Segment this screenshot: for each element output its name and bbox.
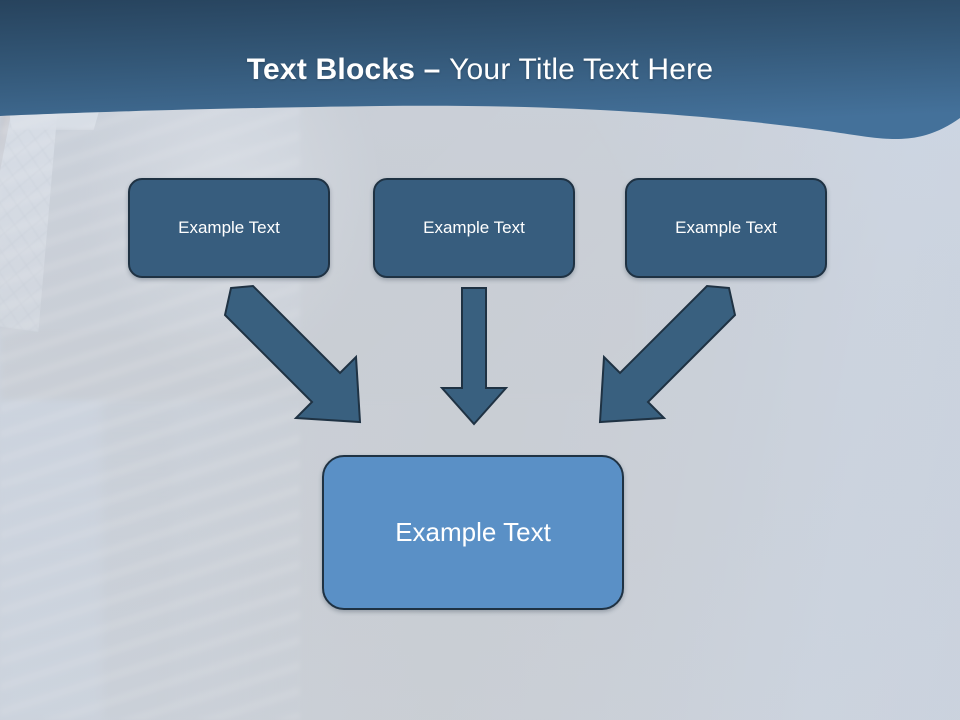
top-box-3-label: Example Text bbox=[675, 218, 777, 237]
top-box-3[interactable]: Example Text bbox=[625, 178, 827, 278]
top-box-2-label: Example Text bbox=[423, 218, 525, 237]
top-box-1[interactable]: Example Text bbox=[128, 178, 330, 278]
title-banner: Text Blocks – Your Title Text Here bbox=[0, 0, 960, 150]
bottom-box-label: Example Text bbox=[395, 517, 551, 547]
page-title-strong: Text Blocks bbox=[246, 53, 416, 86]
bottom-box[interactable]: Example Text bbox=[322, 455, 624, 610]
page-title: Text Blocks – Your Title Text Here bbox=[0, 52, 960, 88]
page-title-light: Your Title Text Here bbox=[449, 53, 714, 86]
top-box-1-label: Example Text bbox=[178, 218, 280, 237]
top-box-2[interactable]: Example Text bbox=[373, 178, 575, 278]
title-banner-shape bbox=[0, 0, 960, 139]
page-title-dash: – bbox=[415, 53, 450, 86]
